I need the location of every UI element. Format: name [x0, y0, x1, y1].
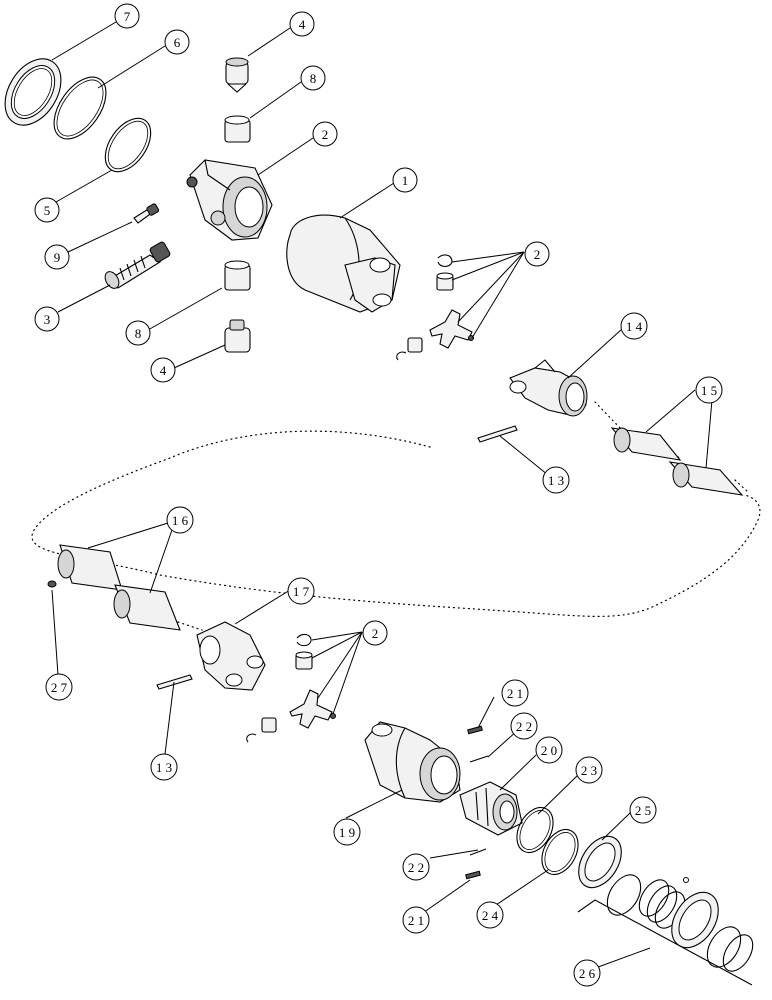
svg-text:2 7: 2 7 — [51, 680, 68, 695]
svg-text:2: 2 — [372, 626, 379, 641]
callout-15: 1 5 — [695, 376, 723, 404]
part-cross-kit-top — [396, 254, 474, 361]
part-cross-kit-middle — [246, 633, 336, 743]
part-17-yoke — [196, 621, 266, 691]
part-21-key-upper — [467, 725, 483, 735]
part-8-cup-top — [224, 115, 251, 143]
part-1-bell-yoke — [286, 214, 401, 313]
callout-14: 1 4 — [620, 312, 648, 340]
part-19-clutch-housing — [364, 721, 461, 803]
callout-9: 9 — [44, 244, 70, 270]
part-6-oring — [53, 76, 107, 140]
svg-text:1 5: 1 5 — [701, 383, 717, 398]
callout-27: 2 7 — [45, 673, 73, 701]
part-8-cup-lower — [224, 260, 251, 291]
part-14-yoke-tube — [509, 359, 588, 417]
part-2-housing — [186, 159, 273, 241]
svg-text:2 3: 2 3 — [581, 763, 597, 778]
callout-2-housing: 2 — [312, 121, 338, 147]
svg-text:1 9: 1 9 — [339, 825, 355, 840]
callout-4-top: 4 — [289, 11, 315, 37]
svg-text:2 2: 2 2 — [516, 719, 532, 734]
leader-lines — [51, 21, 713, 971]
callout-1: 1 — [392, 167, 418, 193]
callout-7: 7 — [114, 3, 140, 29]
callout-23: 2 3 — [575, 756, 603, 784]
part-20-hub — [459, 781, 523, 836]
svg-text:9: 9 — [54, 250, 61, 265]
callout-5: 5 — [34, 197, 60, 223]
callout-21-lower: 2 1 — [402, 906, 430, 934]
svg-text:3: 3 — [44, 312, 51, 327]
svg-text:8: 8 — [310, 71, 317, 86]
svg-text:1 3: 1 3 — [548, 473, 564, 488]
svg-text:2: 2 — [534, 247, 541, 262]
callout-17: 1 7 — [287, 577, 315, 605]
part-13-roll-pin-upper — [477, 425, 518, 443]
svg-text:1 4: 1 4 — [626, 319, 643, 334]
svg-text:4: 4 — [160, 363, 167, 378]
svg-text:2: 2 — [322, 127, 329, 142]
part-27-grease-fitting — [47, 580, 57, 588]
svg-text:2 1: 2 1 — [408, 913, 424, 928]
svg-text:2 2: 2 2 — [408, 860, 424, 875]
callout-8-lower: 8 — [125, 320, 151, 346]
part-4-bushing-top — [225, 57, 249, 93]
callout-13-upper: 1 3 — [542, 466, 570, 494]
part-23-ring — [516, 806, 554, 854]
callout-4-lower: 4 — [150, 357, 176, 383]
part-7-seal — [4, 58, 62, 126]
shaft-centerline-upper-3 — [734, 479, 749, 493]
svg-text:1 6: 1 6 — [172, 513, 189, 528]
part-26-spring-kit — [577, 874, 754, 986]
svg-text:2 5: 2 5 — [635, 803, 651, 818]
svg-text:2 0: 2 0 — [541, 743, 557, 758]
part-16-tube-right — [113, 584, 181, 631]
callout-25: 2 5 — [629, 796, 657, 824]
svg-text:7: 7 — [124, 9, 131, 24]
shaft-centerline-lower — [177, 621, 203, 631]
callout-24: 2 4 — [476, 901, 504, 929]
svg-text:5: 5 — [44, 203, 51, 218]
part-22-clip-lower — [469, 848, 487, 856]
svg-text:2 6: 2 6 — [579, 966, 596, 981]
part-22-clip-upper — [469, 755, 489, 763]
part-5-oring — [104, 117, 152, 173]
callout-2-cross-middle: 2 — [362, 620, 388, 646]
part-16-tube-left — [57, 544, 123, 591]
callout-22-lower: 2 2 — [402, 853, 430, 881]
svg-text:4: 4 — [299, 17, 306, 32]
part-24-ring — [541, 828, 579, 876]
part-3-valve — [104, 241, 171, 289]
callout-3: 3 — [34, 306, 60, 332]
callout-6: 6 — [164, 29, 190, 55]
part-9-screw — [133, 203, 160, 224]
callout-21-upper: 2 1 — [501, 679, 529, 707]
callout-22-upper: 2 2 — [510, 712, 538, 740]
svg-text:1 7: 1 7 — [293, 584, 310, 599]
part-25-thrust-ring — [578, 835, 622, 889]
part-13-roll-pin-lower — [156, 674, 193, 690]
callout-26: 2 6 — [573, 959, 601, 987]
shaft-centerline-upper — [594, 401, 623, 431]
callout-16: 1 6 — [166, 506, 194, 534]
shaft-outline-dotted — [31, 430, 761, 617]
svg-text:1 3: 1 3 — [156, 760, 172, 775]
svg-text:8: 8 — [135, 326, 142, 341]
callout-13-lower: 1 3 — [150, 753, 178, 781]
part-15-tube-right — [668, 461, 744, 496]
svg-text:1: 1 — [402, 173, 409, 188]
callout-2-cross-top: 2 — [524, 241, 550, 267]
svg-text:2 4: 2 4 — [482, 908, 499, 923]
callout-19: 1 9 — [333, 818, 361, 846]
part-4-bushing-lower — [224, 319, 251, 353]
svg-text:6: 6 — [174, 35, 181, 50]
part-15-tube-left — [610, 427, 682, 461]
svg-text:2 1: 2 1 — [507, 686, 523, 701]
callout-8-top: 8 — [300, 65, 326, 91]
callout-20: 2 0 — [535, 736, 563, 764]
part-21-key-lower — [465, 870, 481, 880]
